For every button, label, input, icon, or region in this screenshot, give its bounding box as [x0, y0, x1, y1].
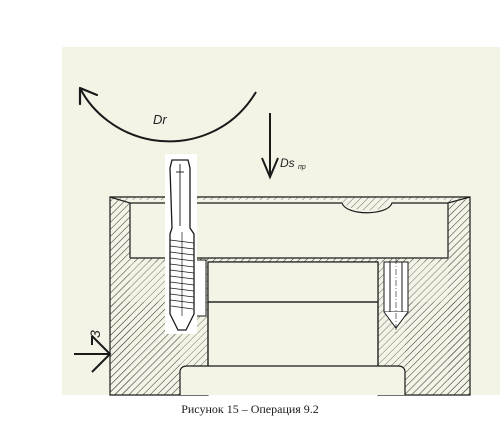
feed-arrow-head: [261, 157, 279, 180]
feed-label: Ds пр: [280, 156, 306, 171]
bottom-hatch-right: [405, 302, 470, 395]
technical-drawing: Dr Ds пр: [62, 47, 500, 396]
figure-caption: Рисунок 15 – Операция 9.2: [181, 402, 319, 416]
floor-hatch: [130, 258, 448, 262]
rotation-label: Dr: [153, 112, 167, 127]
workpiece-top-cavity: [130, 200, 448, 258]
rotation-arrow: [79, 87, 257, 143]
bore-upper: [207, 261, 379, 303]
feed-label-main: Ds: [280, 156, 295, 170]
workpiece-top-outline: [109, 196, 471, 214]
feed-label-sub: пр: [298, 164, 306, 171]
rotation-arrow-head: [78, 86, 99, 106]
datum-symbol: [74, 335, 112, 373]
bottom-recess: [179, 365, 406, 395]
datum-label: 3: [87, 330, 103, 338]
